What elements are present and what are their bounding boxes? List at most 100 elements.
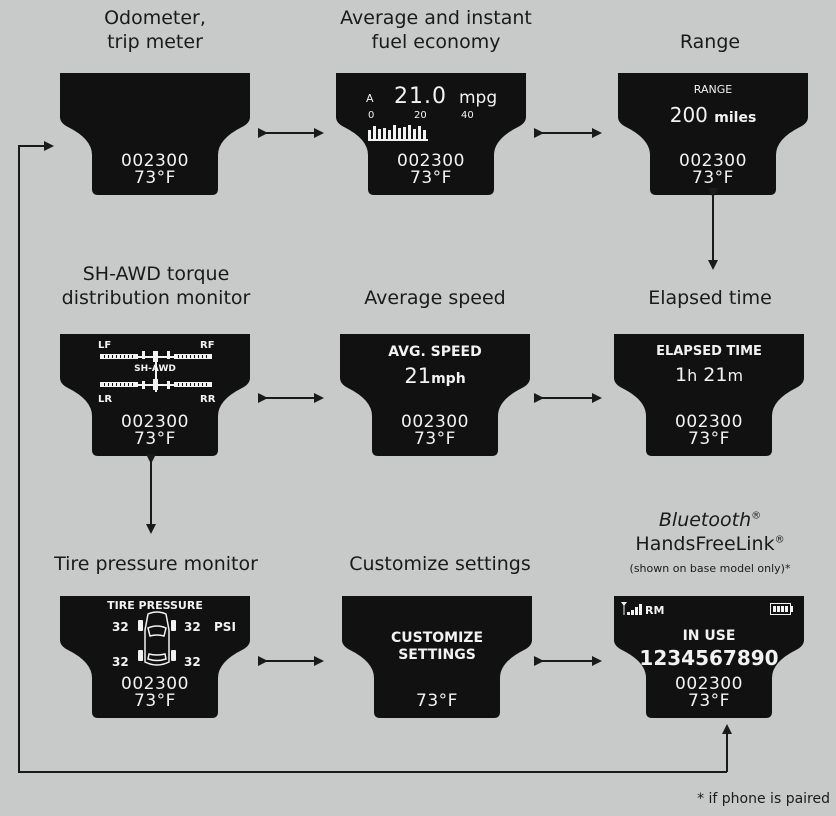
range-unit: miles: [714, 110, 757, 126]
caption-shawd-line2: distribution monitor: [61, 287, 251, 309]
tire-unit: PSI: [214, 620, 236, 634]
elapsed-minutes: 21: [703, 364, 728, 386]
caption-fuel-economy: Average and instant fuel economy: [316, 6, 556, 54]
odometer-value: 002300: [679, 151, 747, 171]
temperature-value: 73°F: [692, 168, 734, 188]
caption-bluetooth: Bluetooth® HandsFreeLink® (shown on base…: [590, 508, 830, 576]
caption-bt-reg: ®: [751, 510, 762, 522]
fuel-scale-0: 0: [368, 110, 375, 121]
screen-avg-speed: AVG. SPEED 21mph 002300 73°F: [340, 334, 530, 456]
caption-bt-name: Bluetooth: [658, 509, 752, 531]
fuel-value: 21.0: [394, 84, 447, 109]
caption-bt-note: (shown on base model only)*: [629, 562, 791, 575]
temperature-value: 73°F: [688, 691, 730, 711]
shawd-axle-diagram: [100, 351, 212, 392]
caption-customize-text: Customize settings: [349, 553, 531, 575]
caption-bt-hfl-reg: ®: [774, 534, 785, 546]
temperature-value: 73°F: [134, 168, 176, 188]
caption-odometer-line2: trip meter: [107, 31, 203, 53]
screen-shape: [614, 334, 804, 456]
caption-range: Range: [620, 30, 800, 54]
odometer-value: 002300: [397, 151, 465, 171]
caption-shawd-line1: SH-AWD torque: [82, 263, 230, 285]
avgspeed-value: 21: [404, 364, 432, 388]
elapsed-hours: 1: [674, 364, 688, 386]
temperature-value: 73°F: [134, 429, 176, 449]
screen-customize: CUSTOMIZE SETTINGS 73°F: [342, 596, 532, 718]
temperature-value: 73°F: [688, 429, 730, 449]
screen-shape: [614, 596, 804, 718]
temperature-value: 73°F: [134, 691, 176, 711]
battery-icon: [770, 603, 793, 615]
odometer-value: 002300: [121, 674, 189, 694]
screen-elapsed-time: ELAPSED TIME 1h 21m 002300 73°F: [614, 334, 804, 456]
caption-range-text: Range: [679, 31, 741, 53]
range-readout: 200 miles: [618, 103, 808, 127]
fuel-bar-gauge: [368, 125, 428, 141]
range-value: 200: [669, 103, 708, 127]
screen-range: RANGE 200 miles 002300 73°F: [618, 73, 808, 195]
shawd-rf: RF: [200, 340, 215, 351]
customize-line1: CUSTOMIZE: [390, 630, 484, 646]
tire-fl: 32: [112, 620, 129, 634]
screen-fuel-economy: A 21.0 mpg 0 20 40 002300 73°F: [336, 73, 526, 195]
temperature-value: 73°F: [414, 429, 456, 449]
caption-customize: Customize settings: [330, 552, 550, 576]
caption-tire-pressure: Tire pressure monitor: [36, 552, 276, 576]
fuel-mode-label: A: [366, 92, 374, 105]
odometer-value: 002300: [401, 412, 469, 432]
caption-avg-speed: Average speed: [330, 286, 540, 310]
fuel-unit: mpg: [459, 88, 498, 108]
caption-odometer-line1: Odometer,: [104, 7, 206, 29]
temperature-value: 73°F: [410, 168, 452, 188]
car-top-view-icon: [138, 611, 176, 666]
screen-odometer: 002300 73°F: [60, 73, 250, 195]
caption-elapsed-time: Elapsed time: [620, 286, 800, 310]
shawd-rr: RR: [200, 394, 216, 405]
fuel-scale-40: 40: [461, 110, 474, 121]
avgspeed-readout: 21mph: [340, 364, 530, 388]
range-label: RANGE: [693, 83, 733, 96]
screen-tire-pressure: TIRE PRESSURE 32 32 PSI 32 32 002300 73°…: [60, 596, 250, 718]
caption-avgspeed-text: Average speed: [364, 287, 506, 309]
odometer-value: 002300: [121, 412, 189, 432]
screen-shape: [60, 334, 250, 456]
caption-bt-hfl: HandsFreeLink: [635, 533, 775, 555]
fuel-scale-20: 20: [414, 110, 427, 121]
tire-label: TIRE PRESSURE: [107, 599, 203, 612]
odometer-value: 002300: [121, 151, 189, 171]
footnote: * if phone is paired: [620, 790, 830, 808]
screen-shape: [618, 73, 808, 195]
tire-fr: 32: [184, 620, 201, 634]
elapsed-label: ELAPSED TIME: [656, 344, 762, 359]
caption-tire-text: Tire pressure monitor: [54, 553, 258, 575]
shawd-lf: LF: [98, 340, 112, 351]
elapsed-readout: 1h 21m: [614, 364, 804, 386]
signal-strength-icon: [621, 602, 642, 615]
roaming-indicator: RM: [645, 604, 665, 617]
loop-phone-to-odometer: [18, 141, 727, 773]
tire-rr: 32: [184, 655, 201, 669]
elapsed-h-unit: h: [687, 366, 698, 385]
avgspeed-label: AVG. SPEED: [388, 344, 482, 360]
caption-shawd: SH-AWD torque distribution monitor: [36, 262, 276, 310]
screen-handsfreelink: RM IN USE 1234567890 002300 73°F: [614, 596, 804, 718]
phone-number: 1234567890: [639, 646, 779, 670]
caption-fuel-line1: Average and instant: [340, 7, 532, 29]
footnote-text: * if phone is paired: [697, 791, 830, 807]
screen-shape: [340, 334, 530, 456]
customize-line2: SETTINGS: [398, 647, 476, 663]
screen-shape: [336, 73, 526, 195]
avgspeed-unit: mph: [431, 371, 466, 387]
screen-shawd: LF RF SH-AWD LR RR 002300 73°F: [60, 334, 250, 456]
caption-odometer: Odometer, trip meter: [60, 6, 250, 54]
caption-elapsed-text: Elapsed time: [648, 287, 772, 309]
elapsed-m-unit: m: [727, 366, 744, 385]
caption-fuel-line2: fuel economy: [371, 31, 501, 53]
screen-shape: [60, 596, 250, 718]
screen-shape: [342, 596, 532, 718]
temperature-value: 73°F: [416, 691, 458, 711]
tire-rl: 32: [112, 655, 129, 669]
odometer-value: 002300: [675, 674, 743, 694]
